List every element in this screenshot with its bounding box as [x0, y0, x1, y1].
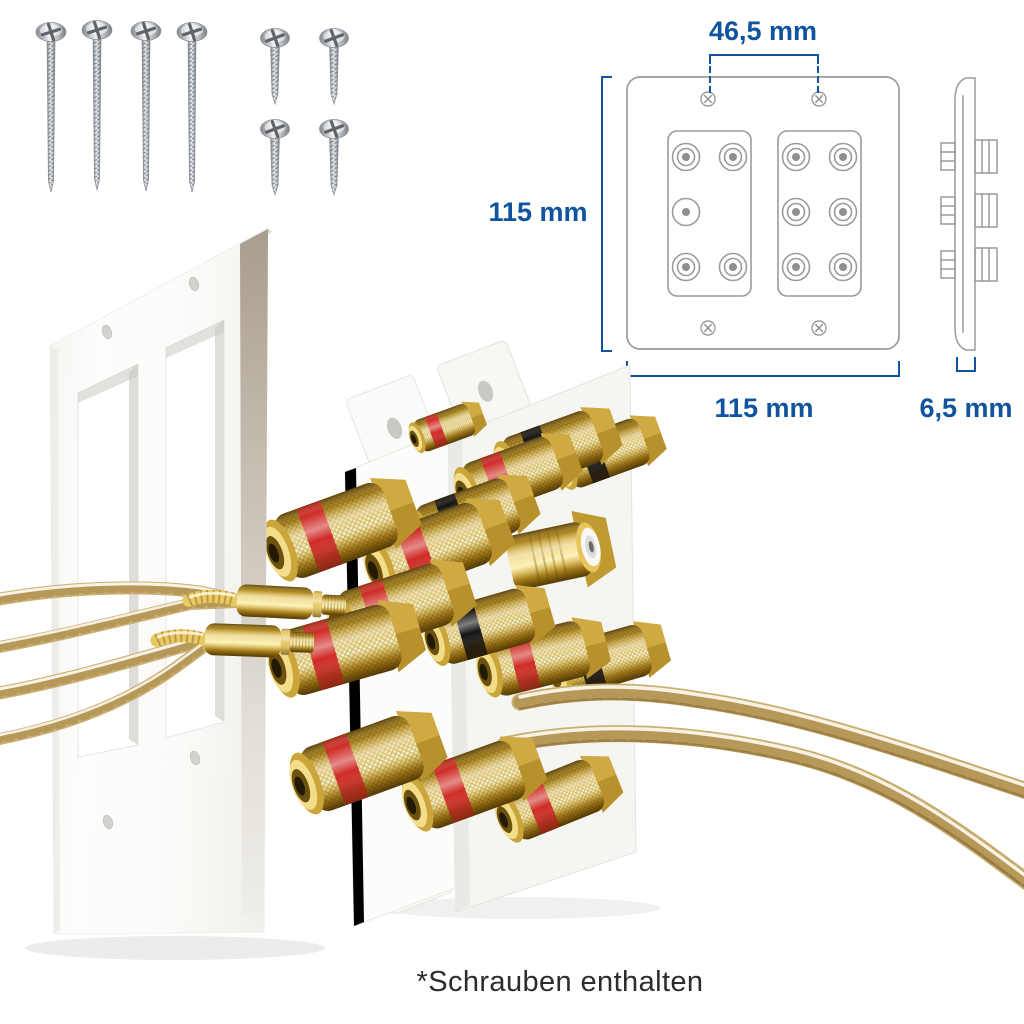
- rca-symbol: [671, 197, 701, 227]
- post-symbol: [781, 197, 811, 227]
- short-screw-icon: [317, 116, 351, 197]
- module-left-outline: [667, 130, 752, 297]
- screw-hole-icon: [811, 320, 827, 336]
- long-screw-icon: [80, 18, 114, 192]
- dim-line-depth: [956, 357, 976, 372]
- plate-screw-hole: [102, 814, 114, 830]
- tab-hole: [386, 417, 403, 439]
- speaker-wires-left: [0, 581, 244, 745]
- hole-spacing-label: 46,5 mm: [709, 16, 817, 46]
- post-symbol: [718, 252, 748, 282]
- short-screw-icon: [258, 25, 292, 106]
- post-symbol: [671, 142, 701, 172]
- wire: [0, 596, 243, 653]
- long-screw-icon: [175, 20, 209, 194]
- post-symbol: [828, 197, 858, 227]
- tab-hole: [477, 380, 494, 402]
- short-screw-icon: [258, 116, 292, 197]
- panel-edge: [345, 468, 364, 926]
- screw-hole-icon: [700, 320, 716, 336]
- front-view: [626, 76, 900, 350]
- speaker-wires-right: [496, 683, 1024, 891]
- wire: [0, 640, 211, 745]
- side-profile: [954, 77, 976, 351]
- dimension-diagram: 46,5 mm 115 mm 115 mm 6,5 mm: [488, 16, 1012, 423]
- side-view: [940, 77, 998, 351]
- screw-hole-icon: [811, 91, 827, 107]
- long-screw-icon: [129, 19, 163, 193]
- plate-screw-hole: [188, 276, 200, 292]
- screw-hole-icon: [700, 91, 716, 107]
- plate-outline: [626, 76, 900, 350]
- short-screw-icon: [317, 25, 351, 106]
- module-right-outline: [777, 130, 862, 297]
- plate-screw-hole: [101, 324, 113, 340]
- width-label: 115 mm: [714, 393, 813, 423]
- product-render: [0, 227, 1024, 960]
- post-symbol: [828, 142, 858, 172]
- post-symbol: [781, 252, 811, 282]
- dim-line-height: [601, 76, 612, 352]
- post-symbol: [671, 252, 701, 282]
- post-symbol: [718, 142, 748, 172]
- post-symbol: [828, 252, 858, 282]
- plate-bevel: [240, 229, 268, 931]
- wire: [496, 725, 1024, 891]
- wire: [511, 683, 1024, 799]
- wire: [0, 581, 244, 607]
- caption-text: *Schrauben enthalten: [416, 966, 704, 998]
- side-connectors: [940, 139, 998, 282]
- long-screw-icon: [34, 20, 68, 194]
- dim-line-hole-spacing: [709, 54, 819, 64]
- dim-line-width: [626, 361, 900, 377]
- wall-plate-front: [49, 227, 272, 935]
- depth-label: 6,5 mm: [919, 393, 1012, 423]
- wire: [0, 633, 212, 700]
- plate-screw-hole: [189, 750, 201, 766]
- screw-kit: [34, 18, 351, 197]
- shadow: [380, 897, 660, 919]
- shadow: [25, 936, 325, 960]
- post-symbol: [781, 142, 811, 172]
- height-label: 115 mm: [488, 197, 587, 227]
